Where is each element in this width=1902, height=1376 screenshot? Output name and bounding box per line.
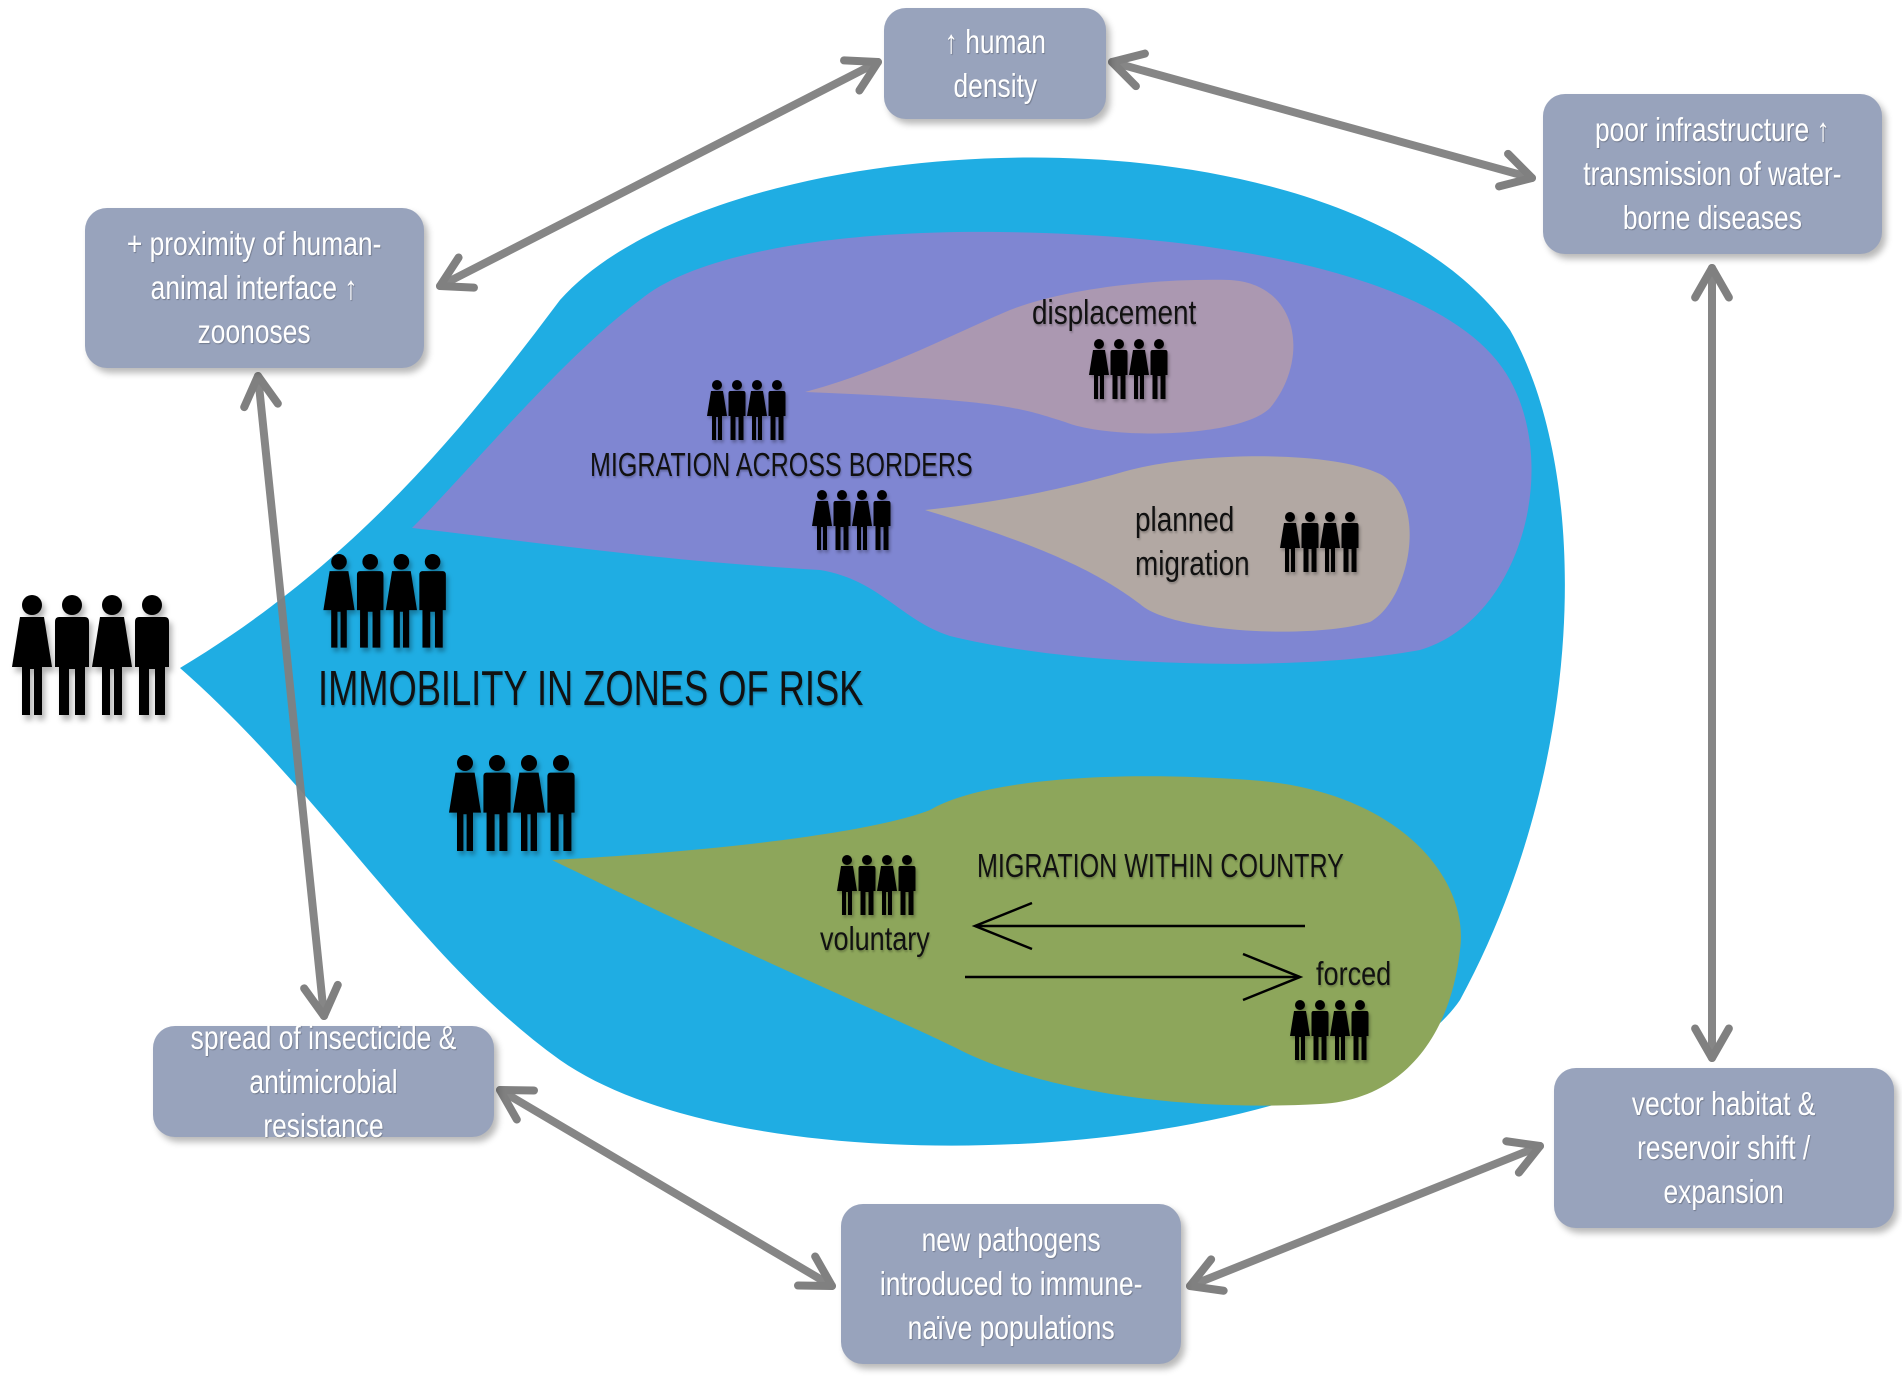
- migration-within-country-zone: [552, 776, 1461, 1106]
- infrastructure-text: poor infrastructure ↑ transmission of wa…: [1583, 111, 1842, 236]
- immobility-label: IMMOBILITY IN ZONES OF RISK: [318, 662, 864, 716]
- people-group-icon: [12, 595, 169, 715]
- forced-arrow-head: [1242, 952, 1304, 1002]
- proximity-box: + proximity of human- animal interface ↑…: [85, 208, 424, 368]
- infrastructure-box: poor infrastructure ↑ transmission of wa…: [1543, 94, 1882, 254]
- human-density-box: ↑ human density: [884, 8, 1106, 119]
- arrow-proximity-density: [436, 56, 882, 292]
- migration-within-country-label: MIGRATION WITHIN COUNTRY: [977, 847, 1344, 884]
- voluntary-arrow-head: [971, 901, 1033, 951]
- voluntary-label: voluntary: [820, 920, 930, 957]
- resistance-box: spread of insecticide & antimicrobial re…: [153, 1019, 494, 1144]
- pathogens-box: new pathogens introduced to immune- naïv…: [841, 1204, 1181, 1364]
- migration-across-borders-label: MIGRATION ACROSS BORDERS: [590, 446, 973, 483]
- arrow-resistance-pathogens: [496, 1086, 836, 1290]
- arrow-pathogens-vector: [1186, 1137, 1544, 1295]
- arrow-density-infrastructure: [1108, 49, 1536, 191]
- resistance-text: spread of insecticide & antimicrobial re…: [190, 1018, 457, 1144]
- vector-box: vector habitat & reservoir shift / expan…: [1554, 1068, 1894, 1228]
- forced-label: forced: [1316, 955, 1392, 992]
- planned-migration-bubble: [925, 456, 1410, 632]
- displacement-label: displacement: [1032, 294, 1197, 332]
- displacement-bubble: [805, 279, 1294, 434]
- proximity-text: + proximity of human- animal interface ↑…: [127, 225, 382, 350]
- arrow-infrastructure-vector: [1691, 264, 1733, 1062]
- pathogens-text: new pathogens introduced to immune- naïv…: [879, 1221, 1143, 1346]
- arrow-proximity-resistance: [240, 372, 342, 1020]
- human-density-text: ↑ human density: [944, 22, 1046, 104]
- vector-text: vector habitat & reservoir shift / expan…: [1632, 1085, 1816, 1210]
- planned-migration-label: planned migration: [1135, 501, 1250, 583]
